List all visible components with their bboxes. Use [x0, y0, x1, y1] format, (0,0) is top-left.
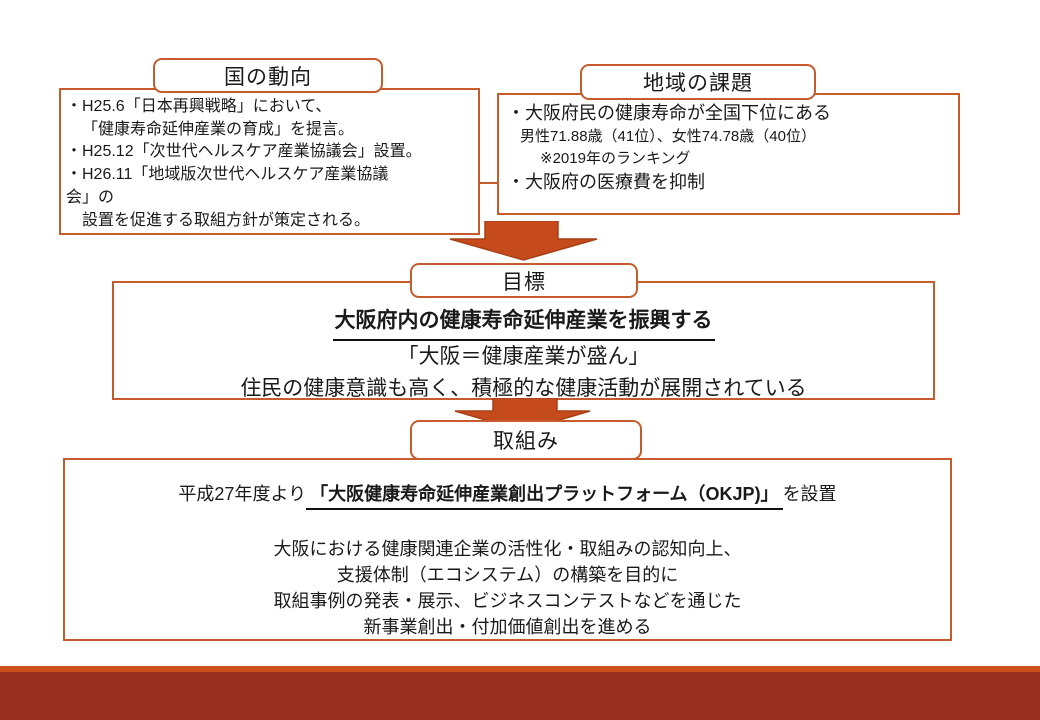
goal-subline: 住民の健康意識も高く、積極的な健康活動が展開されている: [240, 377, 807, 401]
footer-bar: [0, 672, 1040, 720]
initiatives-intro-highlight: 「大阪健康寿命延伸産業創出プラットフォーム（OKJP)」: [306, 482, 783, 511]
initiatives-title: 取組み: [493, 430, 559, 453]
national-trends-line: 会」の: [66, 188, 115, 206]
footer-accent-strip: [0, 666, 1040, 672]
initiatives-line: 大阪における健康関連企業の活性化・取組みの認知向上、: [273, 539, 742, 560]
regional-issues-line: ・大阪府の医療費を抑制: [507, 171, 705, 192]
initiatives-box: 平成27年度より「大阪健康寿命延伸産業創出プラットフォーム（OKJP)」を設置 …: [63, 458, 952, 641]
national-trends-line: ・H25.6「日本再興戦略」において、: [66, 98, 332, 115]
goal-box: 大阪府内の健康寿命延伸産業を振興する 「大阪＝健康産業が盛ん」 住民の健康意識も…: [112, 281, 935, 400]
initiatives-intro-prefix: 平成27年度より: [178, 484, 307, 504]
initiatives-intro: 平成27年度より「大阪健康寿命延伸産業創出プラットフォーム（OKJP)」を設置: [65, 482, 950, 511]
national-trends-title-box: 国の動向: [153, 58, 383, 93]
initiatives-intro-suffix: を設置: [782, 484, 837, 504]
goal-subline: 「大阪＝健康産業が盛ん」: [397, 344, 650, 368]
regional-issues-line: 男性71.88歳（41位）、女性74.78歳（40位）: [520, 128, 816, 146]
initiatives-line: 取組事例の発表・展示、ビジネスコンテストなどを通じた: [273, 591, 742, 612]
initiatives-body: 大阪における健康関連企業の活性化・取組みの認知向上、 支援体制（エコシステム）の…: [65, 536, 950, 640]
regional-issues-line: ※2019年のランキング: [540, 149, 691, 167]
goal-headline: 大阪府内の健康寿命延伸産業を振興する: [332, 305, 715, 341]
goal-title: 目標: [502, 270, 546, 294]
national-trends-box: ・H25.6「日本再興戦略」において、 「健康寿命延伸産業の育成」を提言。 ・H…: [59, 88, 480, 235]
initiatives-line: 新事業創出・付加価値創出を進める: [363, 617, 652, 638]
initiatives-title-box: 取組み: [410, 420, 642, 460]
regional-issues-box: ・大阪府民の健康寿命が全国下位にある 男性71.88歳（41位）、女性74.78…: [497, 93, 960, 215]
regional-issues-title-box: 地域の課題: [580, 64, 816, 100]
national-trends-line: ・H25.12「次世代ヘルスケア産業協議会」設置。: [66, 143, 422, 161]
national-trends-line: 設置を促進する取組方針が策定される。: [82, 211, 371, 229]
connector-line: [479, 182, 499, 184]
regional-issues-title: 地域の課題: [643, 72, 753, 95]
national-trends-line: 「健康寿命延伸産業の育成」を提言。: [82, 120, 355, 138]
initiatives-line: 支援体制（エコシステム）の構築を目的に: [336, 565, 679, 586]
national-trends-line: ・H26.11「地域版次世代ヘルスケア産業協議: [66, 166, 389, 184]
regional-issues-line: ・大阪府民の健康寿命が全国下位にある: [507, 103, 831, 123]
national-trends-title: 国の動向: [224, 65, 312, 89]
down-arrow-icon: [449, 221, 598, 261]
goal-title-box: 目標: [410, 263, 638, 298]
